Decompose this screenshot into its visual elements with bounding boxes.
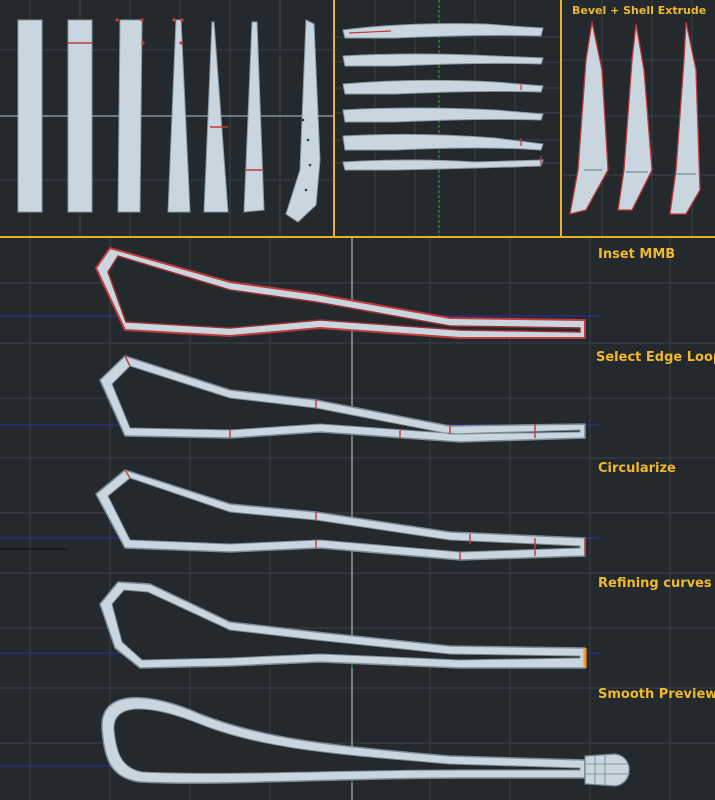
panel-divider	[560, 0, 562, 237]
loop-inset-mmb	[94, 246, 586, 339]
blade-step-4	[167, 19, 191, 213]
step-label-smooth-preview: Smooth Preview	[598, 687, 715, 702]
blade-step-6	[243, 21, 265, 213]
shell-blade-1	[569, 21, 609, 215]
shell-blade-2	[617, 23, 653, 211]
loop-circularize	[95, 469, 586, 561]
blade-step-2	[67, 19, 93, 213]
loop-refining-curves	[99, 581, 587, 669]
blade-step-1	[17, 19, 43, 213]
viewport-stacked-slices[interactable]	[335, 0, 560, 236]
step-label-refining-curves: Refining curves	[598, 576, 712, 591]
blade-step-3	[117, 19, 143, 213]
panel-divider	[333, 0, 335, 237]
loop-smooth-preview	[101, 696, 630, 787]
step-label-inset-mmb: Inset MMB	[598, 247, 676, 262]
shell-blade-3	[669, 21, 701, 215]
bevel-shell-extrude-label: Bevel + Shell Extrude	[572, 4, 707, 17]
viewport-blade-taper[interactable]	[0, 0, 333, 236]
blade-step-5	[203, 21, 229, 213]
loop-select-edge	[99, 355, 586, 443]
step-label-circularize: Circularize	[598, 461, 676, 476]
panel-divider	[0, 236, 715, 238]
step-label-select-edge-loop: Select Edge Loop	[596, 350, 715, 365]
viewport-bevel-shell[interactable]: Bevel + Shell Extrude	[562, 0, 715, 236]
viewport-edge-loop-steps[interactable]: Inset MMB Select Edge Loop Circularize R…	[0, 238, 715, 800]
